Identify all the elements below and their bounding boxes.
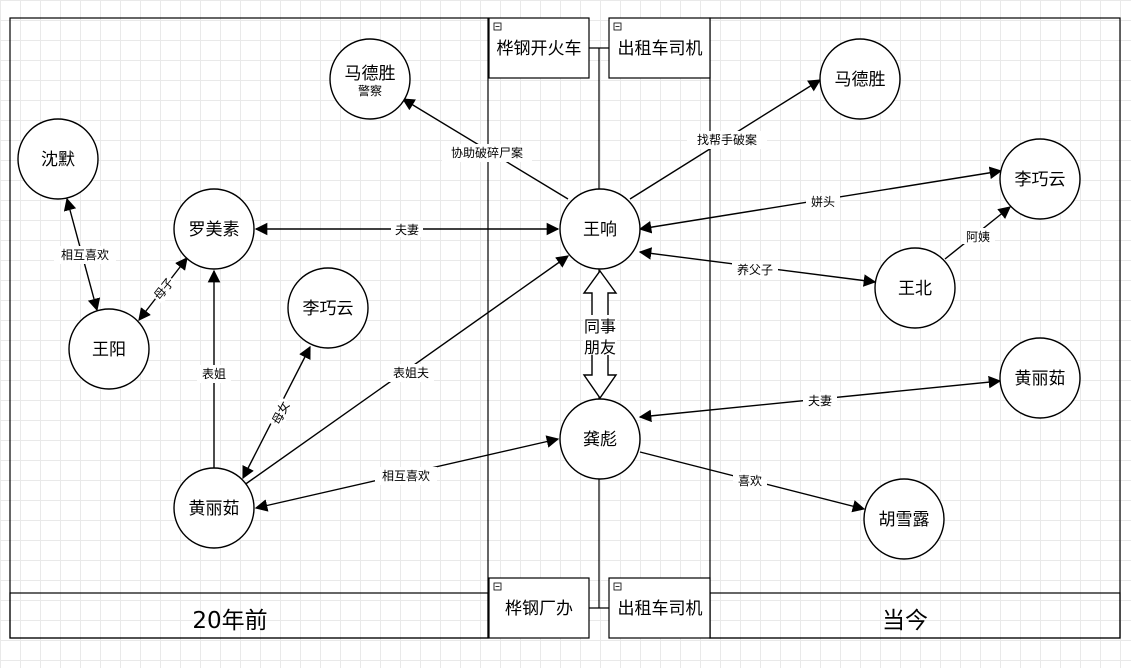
- edge-label: 夫妻: [808, 394, 832, 408]
- edge-label: 找帮手破案: [697, 132, 757, 147]
- node-sublabel: 警察: [358, 83, 382, 98]
- edge-label: 养父子: [737, 262, 773, 277]
- node-shen-mo[interactable]: 沈默: [17, 118, 99, 200]
- person-nodes: 沈默 马德胜 警察 罗美素 王阳 李巧云 黄丽茹 王响 龚彪: [17, 38, 1081, 560]
- colleague-label-line2: 朋友: [584, 338, 616, 357]
- node-label: 黄丽茹: [189, 499, 240, 519]
- node-gong-biao[interactable]: 龚彪: [559, 398, 641, 480]
- job-box-top-left: 桦钢开火车: [488, 17, 590, 79]
- edge-label: 协助破碎尸案: [451, 145, 523, 160]
- node-li-qiaoyun-left[interactable]: 李巧云: [287, 267, 369, 349]
- node-label: 李巧云: [1015, 170, 1066, 190]
- job-box-label: 出租车司机: [618, 599, 703, 619]
- job-box-label: 出租车司机: [618, 39, 703, 59]
- node-label: 黄丽茹: [1015, 369, 1066, 389]
- edge-label: 相互喜欢: [61, 247, 109, 262]
- job-box-top-right: 出租车司机: [608, 17, 711, 79]
- node-label: 沈默: [41, 150, 75, 170]
- node-luo-meisu[interactable]: 罗美素: [173, 188, 255, 270]
- node-wang-yang[interactable]: 王阳: [68, 308, 150, 390]
- left-section-label: 20年前: [192, 608, 267, 634]
- node-li-qiaoyun-right[interactable]: 李巧云: [999, 138, 1081, 220]
- node-ma-desheng-left[interactable]: 马德胜 警察: [329, 38, 411, 120]
- node-label: 马德胜: [345, 64, 396, 84]
- colleague-label-line1: 同事: [584, 317, 616, 336]
- node-label: 龚彪: [583, 430, 617, 450]
- edge-label: 夫妻: [395, 223, 419, 237]
- edges: [63, 79, 1011, 513]
- job-box-label: 桦钢开火车: [497, 39, 582, 59]
- node-label: 王响: [583, 220, 617, 240]
- node-hu-xuelu[interactable]: 胡雪露: [863, 478, 945, 560]
- edge-labels: 相互喜欢 母子 夫妻 表姐 母女 表姐夫 相互喜欢 协助破碎尸案 找帮手破案 姘…: [54, 131, 995, 488]
- node-label: 罗美素: [189, 220, 240, 240]
- edge-label: 表姐夫: [393, 366, 429, 380]
- job-box-bottom-right: 出租车司机: [608, 577, 711, 639]
- job-box-label: 桦钢厂办: [505, 599, 573, 619]
- node-label: 马德胜: [835, 70, 886, 90]
- edge-label: 表姐: [202, 367, 226, 381]
- right-section-label: 当今: [882, 608, 928, 634]
- edge-label: 喜欢: [738, 473, 762, 488]
- node-huang-liru-right[interactable]: 黄丽茹: [999, 337, 1081, 419]
- node-label: 王阳: [92, 340, 126, 360]
- edge-label: 相互喜欢: [382, 468, 430, 483]
- node-label: 王北: [898, 279, 932, 299]
- edge-label: 姘头: [811, 195, 835, 209]
- edge-label: 阿姨: [966, 230, 990, 244]
- node-wang-xiang[interactable]: 王响: [559, 188, 641, 270]
- section-frames: [9, 17, 1121, 639]
- left-footer-frame: [9, 592, 489, 639]
- node-label: 胡雪露: [879, 510, 930, 530]
- job-box-bottom-left: 桦钢厂办: [488, 577, 590, 639]
- node-ma-desheng-right[interactable]: 马德胜: [819, 38, 901, 120]
- node-wang-bei[interactable]: 王北: [874, 247, 956, 329]
- node-label: 李巧云: [303, 299, 354, 319]
- node-huang-liru-left[interactable]: 黄丽茹: [173, 467, 255, 549]
